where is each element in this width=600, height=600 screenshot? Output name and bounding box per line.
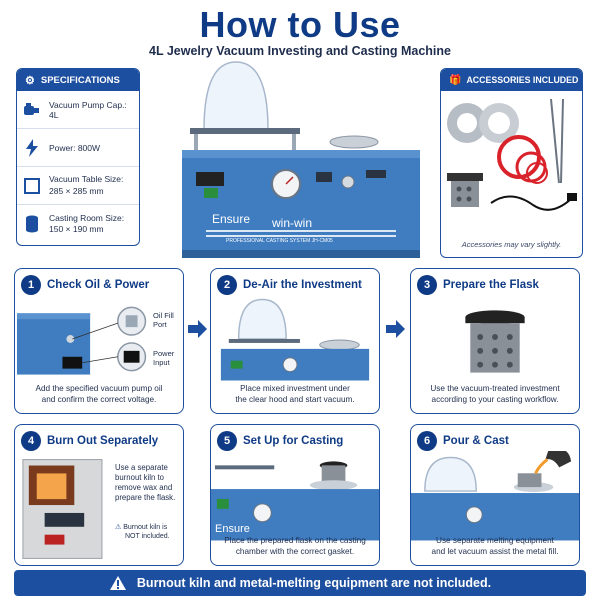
spec-row-casting-room: Casting Room Size: 150 × 190 mm <box>17 205 139 243</box>
step-title: Pour & Cast <box>443 435 509 447</box>
step-description-line2: and confirm the correct voltage. <box>41 394 157 404</box>
step-description-line1: Place the prepared flask on the casting <box>224 535 366 545</box>
note-line3: remove wax and <box>115 483 173 493</box>
step-title: De-Air the Investment <box>243 279 362 291</box>
hero-brand-left: Ensure <box>212 212 251 226</box>
step-description-line1: Add the specified vacuum pump oil <box>35 383 163 393</box>
spec-table-label: Vacuum Table Size: <box>49 174 124 185</box>
step-card-6: 6 Pour & Cast Use separate melting equip… <box>410 424 580 566</box>
step-description: Use separate melting equipment and let v… <box>415 535 575 557</box>
hero-system-label: PROFESSIONAL CASTING SYSTEM JH-CM05 <box>226 238 333 244</box>
note-line1: Use a separate <box>115 463 168 472</box>
page-title: How to Use <box>199 4 401 45</box>
step-description-line1: Use separate melting equipment <box>436 535 554 545</box>
step-title: Check Oil & Power <box>47 279 150 291</box>
warning-icon: ⚠ <box>115 524 122 531</box>
gear-icon: ⚙ <box>25 74 35 87</box>
step-description-line1: Place mixed investment under <box>240 383 350 393</box>
banner-text: Burnout kiln and metal-melting equipment… <box>136 576 492 590</box>
step-card-3: 3 Prepare the Flask Use the vacuum-treat… <box>410 268 580 414</box>
step-description-line2: and let vacuum assist the metal fill. <box>431 546 559 556</box>
square-icon <box>23 177 41 195</box>
specifications-heading: SPECIFICATIONS <box>40 74 120 86</box>
step-description: Use the vacuum-treated investment accord… <box>415 383 575 405</box>
step-4-warning: ⚠ Burnout kiln is NOT included. <box>115 523 170 541</box>
note-line2: burnout kiln to <box>115 473 164 483</box>
step-card-2: 2 De-Air the Investment Place mixed inve… <box>210 268 380 414</box>
spec-room-label: Casting Room Size: <box>49 212 125 223</box>
step-1-image <box>16 306 147 375</box>
oil-fill-port-label: Oil Fill Port <box>153 311 174 330</box>
step-3-image <box>465 310 525 373</box>
step-description-line2: the clear hood and start vacuum. <box>235 394 355 404</box>
step-description: Place the prepared flask on the casting … <box>215 535 375 557</box>
spec-row-pump: Vacuum Pump Cap.: 4L <box>17 91 139 129</box>
step-number: 5 <box>217 431 237 451</box>
spec-room-value: 150 × 190 mm <box>49 224 104 234</box>
note-line4: prepare the flask. <box>115 493 176 503</box>
step-card-4: 4 Burn Out Separately Use a separate bur… <box>14 424 184 566</box>
arrow-right-icon <box>188 320 207 338</box>
step-title: Prepare the Flask <box>443 279 539 291</box>
power-label-line2: Input <box>153 358 170 368</box>
step-description-line2: according to your casting workflow. <box>431 394 559 404</box>
specifications-header: ⚙ SPECIFICATIONS <box>17 69 139 91</box>
specifications-panel: ⚙ SPECIFICATIONS Vacuum Pump Cap.: 4L Po… <box>16 68 140 246</box>
step-number: 3 <box>417 275 437 295</box>
accessories-note: Accessories may vary slightly. <box>461 240 562 249</box>
spec-row-power: Power: 800W <box>17 129 139 167</box>
accessories-panel: 🎁 ACCESSORIES INCLUDED Accessories may v… <box>440 68 583 258</box>
cylinder-icon <box>23 215 41 233</box>
step-description: Add the specified vacuum pump oil and co… <box>19 383 179 405</box>
gift-icon: 🎁 <box>449 74 462 86</box>
step-description: Place mixed investment under the clear h… <box>215 383 375 405</box>
hero-machine-image: Ensure win-win PROFESSIONAL CASTING SYST… <box>176 60 426 266</box>
spec-row-table: Vacuum Table Size: 285 × 285 mm <box>17 167 139 205</box>
power-input-label: Power Input <box>153 349 174 368</box>
oil-fill-label-line1: Oil Fill <box>153 311 174 320</box>
step-description-line1: Use the vacuum-treated investment <box>430 383 560 393</box>
step-4-kiln-image <box>22 459 103 559</box>
bottom-warning-banner: Burnout kiln and metal-melting equipment… <box>14 570 586 596</box>
warning-line1: Burnout kiln is <box>123 524 168 531</box>
step-card-1: 1 Check Oil & Power Oil Fill Port Power … <box>14 268 184 414</box>
step-4-note: Use a separate burnout kiln to remove wa… <box>115 463 175 504</box>
warning-line2: NOT included. <box>125 533 170 541</box>
step-number: 1 <box>21 275 41 295</box>
step-number: 6 <box>417 431 437 451</box>
spec-power-text: Power: 800W <box>49 142 101 153</box>
step-number: 4 <box>21 431 41 451</box>
step-5-image <box>211 461 379 541</box>
accessories-header: 🎁 ACCESSORIES INCLUDED <box>441 69 582 91</box>
step-description-line2: chamber with the correct gasket. <box>235 546 355 556</box>
hero-brand-right: win-win <box>272 216 313 230</box>
step-title: Set Up for Casting <box>243 435 344 447</box>
arrow-right-icon <box>386 320 405 338</box>
step-5-brand: Ensure <box>215 523 250 535</box>
oil-fill-label-line2: Port <box>153 320 167 330</box>
spec-pump-text: Vacuum Pump Cap.: 4L <box>49 99 127 120</box>
pump-icon <box>23 101 41 119</box>
accessories-image <box>447 98 577 211</box>
power-label-line1: Power <box>153 349 175 358</box>
step-title: Burn Out Separately <box>47 435 159 447</box>
step-number: 2 <box>217 275 237 295</box>
warning-icon <box>109 576 126 590</box>
lightning-icon <box>23 138 41 157</box>
step-card-5: 5 Set Up for Casting Ensure Place the pr… <box>210 424 380 566</box>
accessories-heading: ACCESSORIES INCLUDED <box>466 75 579 85</box>
step-6-image <box>411 451 579 541</box>
page-subtitle: 4L Jewelry Vacuum Investing and Casting … <box>149 44 451 58</box>
spec-table-value: 285 × 285 mm <box>49 185 104 196</box>
step-2-image <box>220 298 370 381</box>
